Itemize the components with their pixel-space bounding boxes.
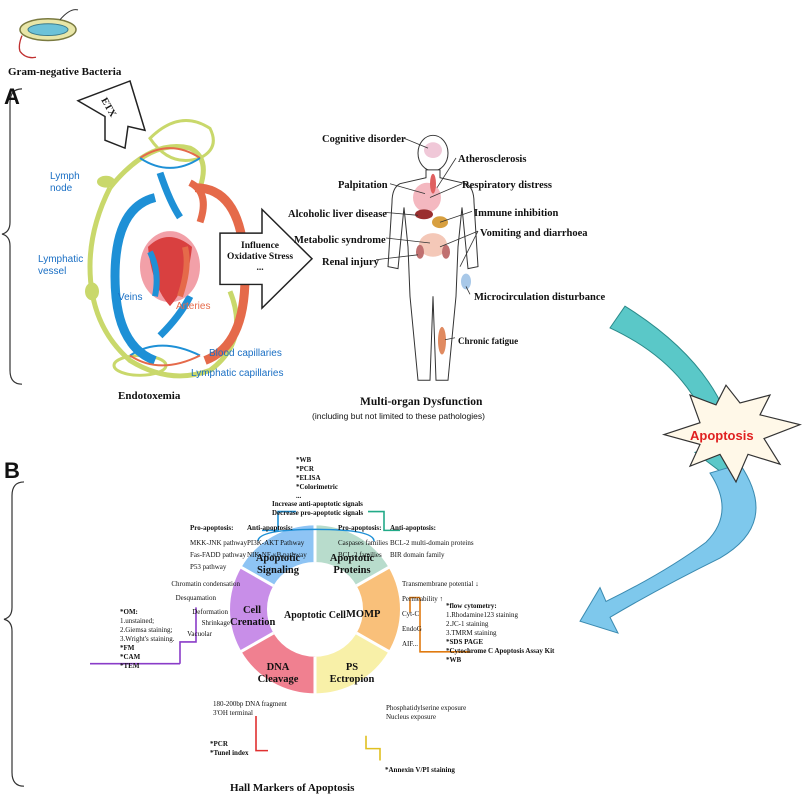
dna-methods: *PCR*Tunel index	[210, 740, 249, 757]
human-body-icon	[387, 134, 479, 381]
brace-b	[3, 481, 25, 787]
bacteria-label: Gram-negative Bacteria	[8, 66, 122, 78]
metabolic-syndrome: Metabolic syndrome	[294, 235, 386, 246]
arteries-label: Arteries	[176, 301, 211, 312]
leader-lines	[375, 137, 479, 341]
bacteria-icon	[18, 9, 79, 59]
circulation-diagram	[85, 119, 250, 379]
cognitive-disorder: Cognitive disorder	[322, 134, 406, 145]
atherosclerosis: Atherosclerosis	[458, 154, 527, 165]
panel-a-letter: A	[4, 84, 20, 109]
top-methods: *WB*PCR*ELISA*Colorimetric...	[296, 456, 338, 500]
brace-a	[1, 88, 23, 385]
apoptosis-burst	[661, 384, 802, 484]
microcirculation-disturbance: Microcirculation disturbance	[474, 292, 606, 303]
proteins-anti: Anti-apoptosis: BCL-2 multi-domain prote…	[390, 524, 474, 559]
alcoholic-liver-disease: Alcoholic liver disease	[288, 209, 387, 220]
crenation-methods: *OM: 1.unstained; 2.Giemsa staining; 3.W…	[120, 608, 175, 670]
respiratory-distress: Respiratory distress	[462, 180, 552, 191]
apoptosis-label: Apoptosis	[690, 428, 754, 443]
veins-label: Veins	[118, 292, 143, 303]
footer-title: Hall Markers of Apoptosis	[230, 782, 355, 794]
immune-inhibition: Immune inhibition	[474, 208, 559, 219]
renal-injury: Renal injury	[322, 257, 379, 268]
vomiting-diarrhoea: Vomiting and diarrhoea	[480, 228, 588, 239]
chronic-fatigue: Chronic fatigue	[458, 336, 519, 346]
multi-organ-subtitle: (including but not limited to these path…	[312, 411, 485, 421]
center-label: Apoptotic Cell	[284, 610, 346, 621]
blood-capillaries-label: Blood capillaries	[209, 348, 282, 359]
palpitation: Palpitation	[338, 180, 388, 191]
method-brackets	[90, 510, 470, 761]
influence-arrow	[219, 207, 314, 310]
multi-organ-title: Multi-organ Dysfunction	[360, 396, 483, 408]
crenation-items: Chromatin condensation Desquamation Defo…	[171, 580, 240, 638]
curved-arrow-blue	[579, 463, 757, 634]
etx-arrow	[76, 80, 147, 150]
endotoxemia-label: Endotoxemia	[118, 390, 181, 402]
ps-methods: *Annexin V/PI staining	[385, 766, 455, 774]
momp-items: Transmembrane potential ↓ Permeability ↑…	[402, 580, 479, 648]
apoptotic-cell-donut	[230, 524, 400, 695]
panel-b-letter: B	[4, 458, 20, 483]
momp-methods: *flow cytometry: 1.Rhodamine123 staining…	[446, 602, 555, 664]
lymphatic-capillaries-label: Lymphatic capillaries	[191, 368, 284, 379]
segment-momp: MOMP	[346, 609, 381, 620]
